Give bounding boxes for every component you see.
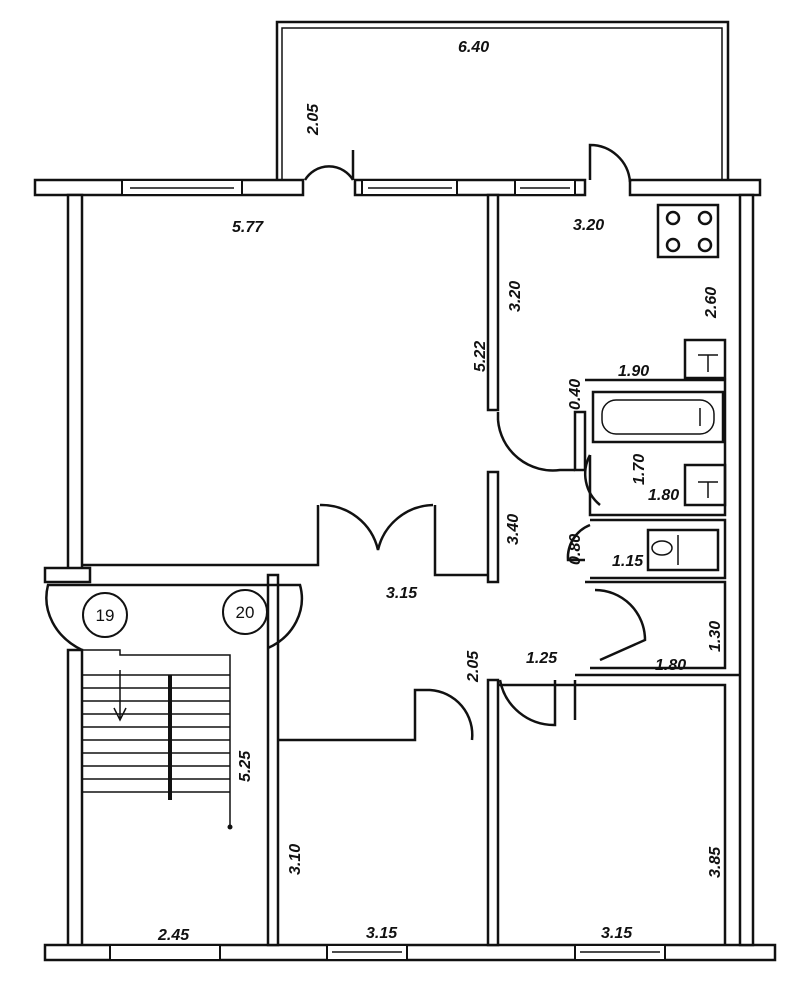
toilet-icon [646, 528, 720, 572]
balcony-doors [303, 143, 632, 183]
outer-walls [33, 178, 777, 962]
dim-bedroom1-depth: 3.10 [287, 844, 304, 875]
dim-corridor-width: 1.25 [526, 650, 558, 667]
sink-icon [683, 338, 727, 380]
dim-corridor-depth: 2.05 [465, 650, 482, 683]
dim-wc-width: 1.15 [612, 553, 644, 570]
washbasin-icon [683, 463, 727, 507]
dim-closet-width: 1.80 [655, 657, 686, 674]
dimension-labels: 6.40 2.05 5.77 3.20 3.20 2.60 5.22 1.90 … [157, 39, 724, 944]
dim-kitchen-depth: 3.20 [507, 281, 524, 312]
dim-closet-depth: 1.30 [707, 621, 724, 652]
dim-bath-gap: 0.40 [567, 379, 584, 410]
dim-bath-lower: 1.80 [648, 487, 679, 504]
bathtub-icon [591, 390, 725, 444]
interior-doors [319, 419, 647, 741]
dim-living-width: 5.77 [232, 219, 264, 236]
dim-bath-depth: 1.70 [631, 454, 648, 485]
dim-wc-depth: 0.80 [567, 534, 584, 565]
dim-hall-width: 3.15 [386, 585, 418, 602]
dim-bedroom2-depth: 3.85 [707, 846, 724, 878]
balcony [275, 20, 730, 180]
dim-balcony-depth: 2.05 [305, 103, 322, 136]
dim-living-length: 5.22 [472, 341, 489, 372]
apartment-number-20: 20 [222, 589, 268, 635]
stairwell [45, 583, 304, 830]
dim-balcony-width: 6.40 [458, 39, 489, 56]
dim-bedroom2-width: 3.15 [601, 925, 633, 942]
apartment-number-19: 19 [82, 592, 128, 638]
interior-walls [82, 193, 740, 947]
dim-hall-upper: 3.40 [505, 514, 522, 545]
svg-text:19: 19 [96, 606, 115, 625]
dim-bath-width: 1.90 [618, 363, 649, 380]
dim-stair-length: 5.25 [237, 750, 254, 782]
dim-kitchen-width: 3.20 [573, 217, 604, 234]
stove-icon [656, 203, 720, 259]
dim-bedroom1-width: 3.15 [366, 925, 398, 942]
svg-text:20: 20 [236, 603, 255, 622]
dim-kitchen-right: 2.60 [703, 287, 720, 319]
dim-stair-width: 2.45 [157, 927, 190, 944]
windows [109, 179, 666, 961]
